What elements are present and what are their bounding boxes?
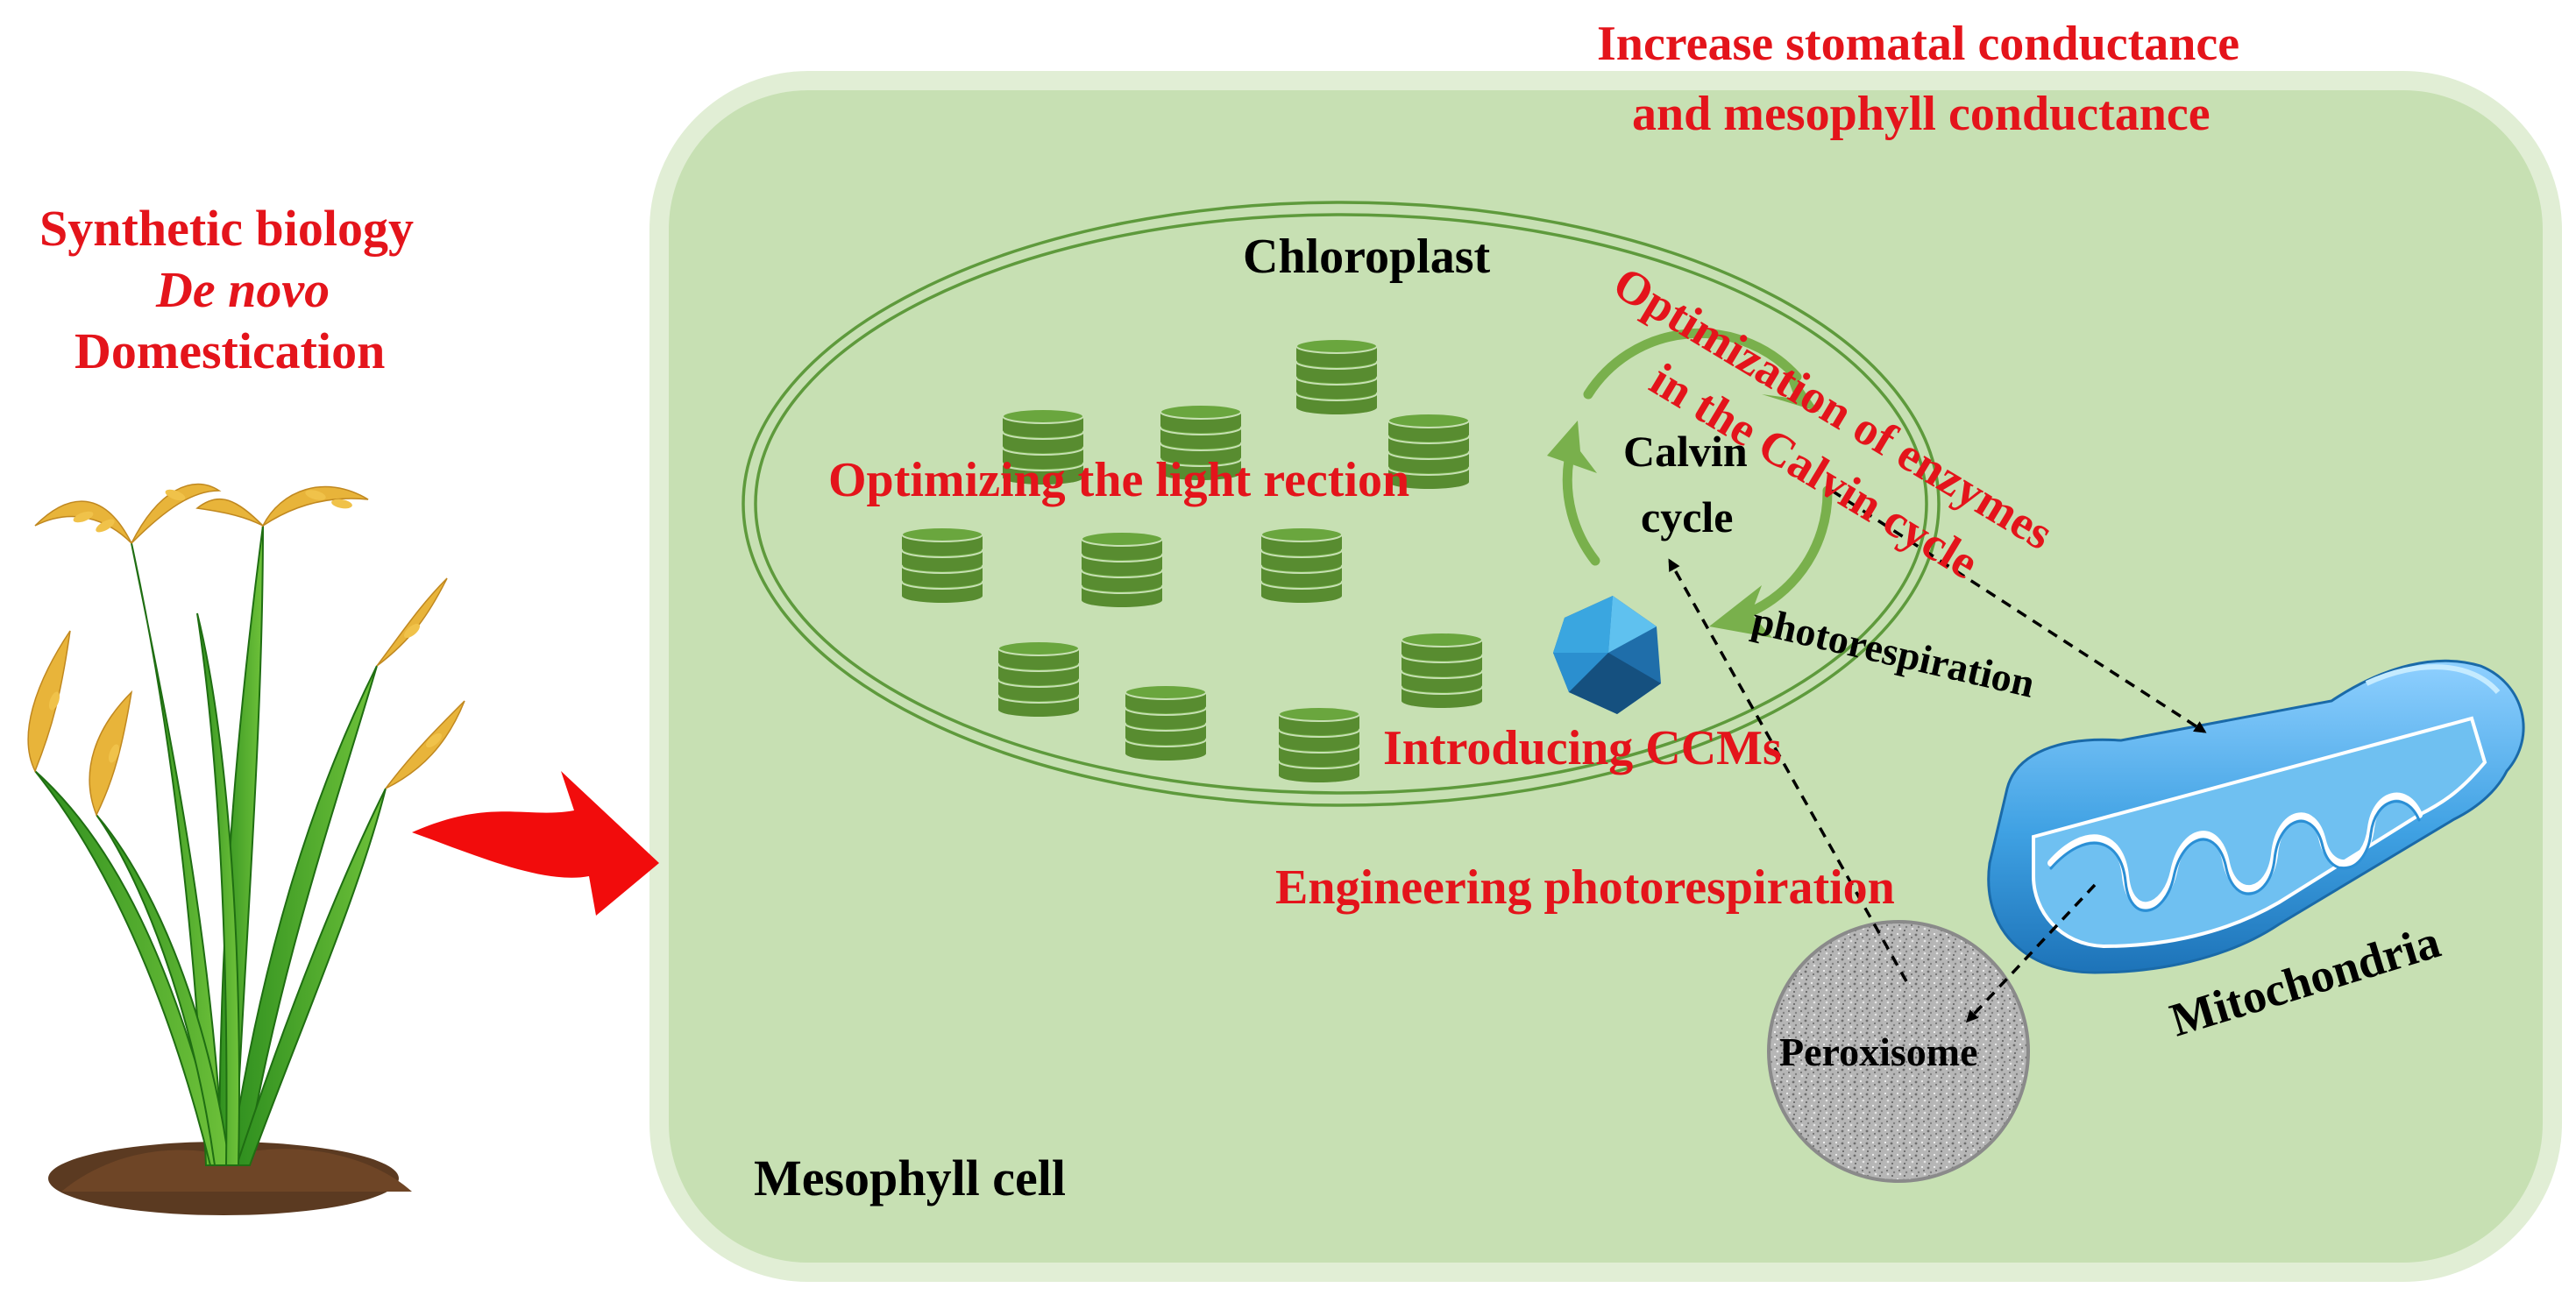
thylakoid-stack: [1278, 706, 1360, 782]
mesophyll-conductance-label: and mesophyll conductance: [1632, 87, 2211, 141]
thylakoid-stacks: [901, 338, 1483, 782]
ccm-polyhedron: [1553, 596, 1661, 714]
stomatal-conductance-label: Increase stomatal conductance: [1597, 17, 2240, 71]
thylakoid-stack: [1401, 632, 1483, 708]
thylakoid-stack: [901, 527, 983, 603]
thylakoid-stack: [1387, 413, 1470, 489]
arrow-peroxisome-to-calvin: [1668, 558, 1908, 982]
mitochondria-organelle: [1987, 659, 2525, 974]
introducing-ccms-label: Introducing CCMs: [1383, 721, 1782, 775]
mesophyll-cell-label: Mesophyll cell: [754, 1150, 1067, 1206]
thylakoid-stack: [1295, 338, 1378, 414]
chloroplast-label: Chloroplast: [1243, 230, 1491, 284]
thylakoid-stack: [1125, 684, 1207, 761]
thylakoid-stack: [997, 640, 1080, 717]
arrow-calvin-to-mitochondria: [1831, 489, 2207, 733]
thylakoid-stack: [1081, 531, 1163, 607]
synthetic-biology-label: Synthetic biology: [39, 200, 414, 257]
thylakoid-stack: [1160, 404, 1242, 480]
thylakoid-stack: [1260, 527, 1343, 603]
calvin-cycle-arrows: [1562, 328, 1833, 623]
cycle-label: cycle: [1641, 492, 1734, 541]
optimizing-light-reaction-label: Optimizing the light rection: [828, 453, 1410, 507]
calvin-label: Calvin: [1623, 427, 1748, 476]
de-novo-label: De novo: [156, 261, 330, 318]
chloroplast: [742, 201, 1941, 807]
calvin-cycle-arrowheads: [1547, 355, 1819, 638]
peroxisome-organelle: [1767, 920, 2030, 1183]
thylakoid-stack: [1002, 408, 1084, 485]
domestication-label: Domestication: [75, 322, 386, 379]
arrow-mitochondria-to-peroxisome: [1965, 883, 2097, 1023]
engineering-photorespiration-label: Engineering photorespiration: [1275, 860, 1895, 915]
transfer-arrow: [412, 771, 659, 916]
dashed-arrows: [1668, 489, 2207, 1023]
peroxisome-label: Peroxisome: [1779, 1030, 1978, 1074]
rice-plant: [27, 483, 465, 1215]
